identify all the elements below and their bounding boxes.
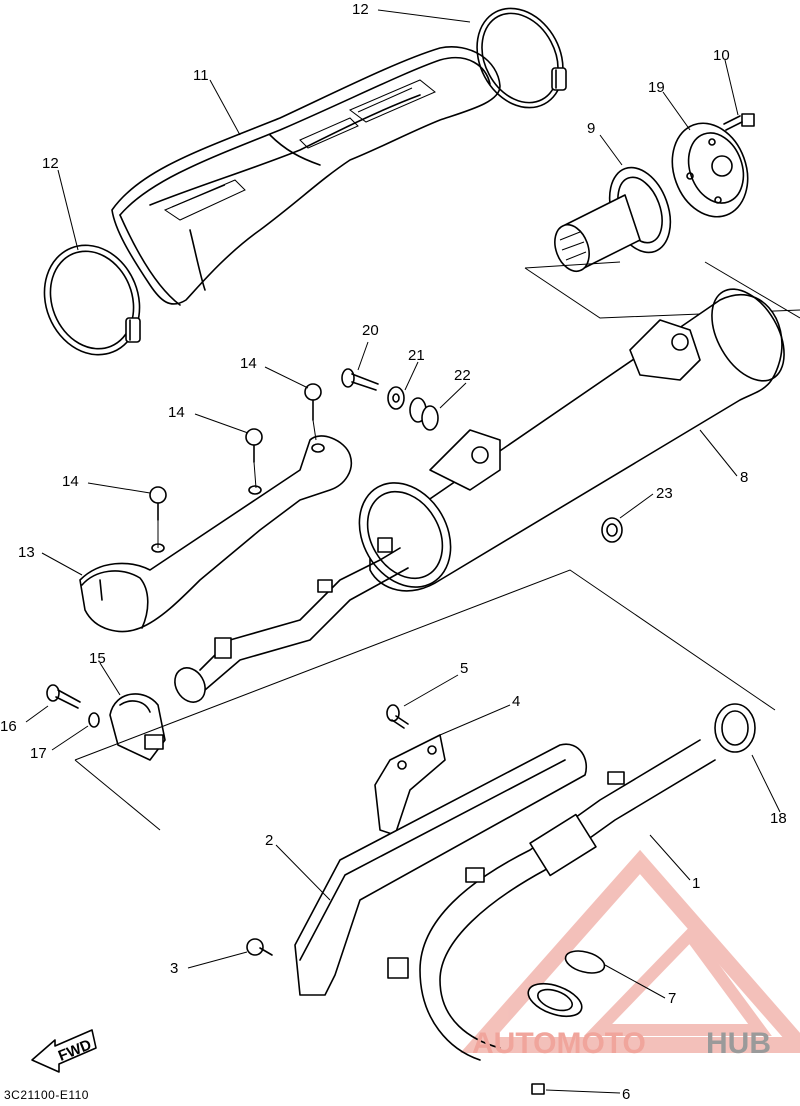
bolt-3 (246, 938, 273, 956)
callout-11: 11 (193, 67, 209, 84)
callout-7: 7 (668, 990, 676, 1007)
bolt-10 (723, 113, 755, 131)
bracket-4 (374, 734, 446, 836)
callout-12-top: 12 (352, 1, 369, 18)
callout-14-top: 14 (240, 355, 257, 372)
exhaust-pipe-1 (419, 703, 756, 1061)
callout-21: 21 (408, 347, 425, 364)
nut-6 (531, 1083, 545, 1095)
fwd-label: FWD (56, 1036, 94, 1065)
callout-12-left: 12 (42, 155, 59, 172)
callout-1: 1 (692, 875, 700, 892)
callout-14-low: 14 (62, 473, 79, 490)
bolt-16 (46, 684, 81, 709)
bolt-5 (386, 704, 409, 729)
watermark-text-automoto: AUTOMOTO (472, 1027, 646, 1060)
callout-8: 8 (740, 469, 748, 486)
callout-5: 5 (460, 660, 468, 677)
heat-protector (79, 435, 352, 633)
callout-14-mid: 14 (168, 404, 185, 421)
bolt-14-a (304, 383, 322, 441)
callout-23: 23 (656, 485, 673, 502)
muffler (358, 288, 785, 592)
watermark-text-hub: HUB (706, 1027, 771, 1060)
band-clamp-left (43, 244, 141, 356)
protector-2 (294, 743, 587, 996)
callout-13: 13 (18, 544, 35, 561)
callout-17: 17 (30, 745, 47, 762)
bolt-20 (341, 368, 379, 391)
callout-6: 6 (622, 1086, 630, 1103)
gasket-7 (527, 950, 606, 1018)
spark-arrester (554, 166, 672, 273)
callout-10: 10 (713, 47, 730, 64)
callout-15: 15 (89, 650, 106, 667)
bolt-14-c (149, 486, 167, 548)
watermark-logo (460, 849, 800, 1053)
callout-20: 20 (362, 322, 379, 339)
watermark-text: AUTOMOTO HUB (472, 1027, 771, 1060)
grommet-22 (409, 397, 439, 431)
heat-shield-cover (111, 46, 501, 306)
callout-4: 4 (512, 693, 520, 710)
end-cap (671, 122, 749, 218)
clamp-15 (109, 693, 166, 761)
leader-lines (25, 9, 781, 1094)
collar-23 (601, 517, 623, 543)
washer-21 (387, 386, 405, 410)
callout-3: 3 (170, 960, 178, 977)
callout-22: 22 (454, 367, 471, 384)
washer-17 (88, 712, 100, 728)
fwd-arrow: FWD (31, 1029, 97, 1073)
link-pipe (174, 537, 409, 703)
callout-19: 19 (648, 79, 665, 96)
callout-2: 2 (265, 832, 273, 849)
drawing-code: 3C21100-E110 (4, 1088, 89, 1102)
callout-9: 9 (587, 120, 595, 137)
callout-18: 18 (770, 810, 787, 827)
bolt-14-b (245, 428, 263, 489)
callout-16: 16 (0, 718, 17, 735)
band-clamp-top-right (476, 7, 567, 109)
